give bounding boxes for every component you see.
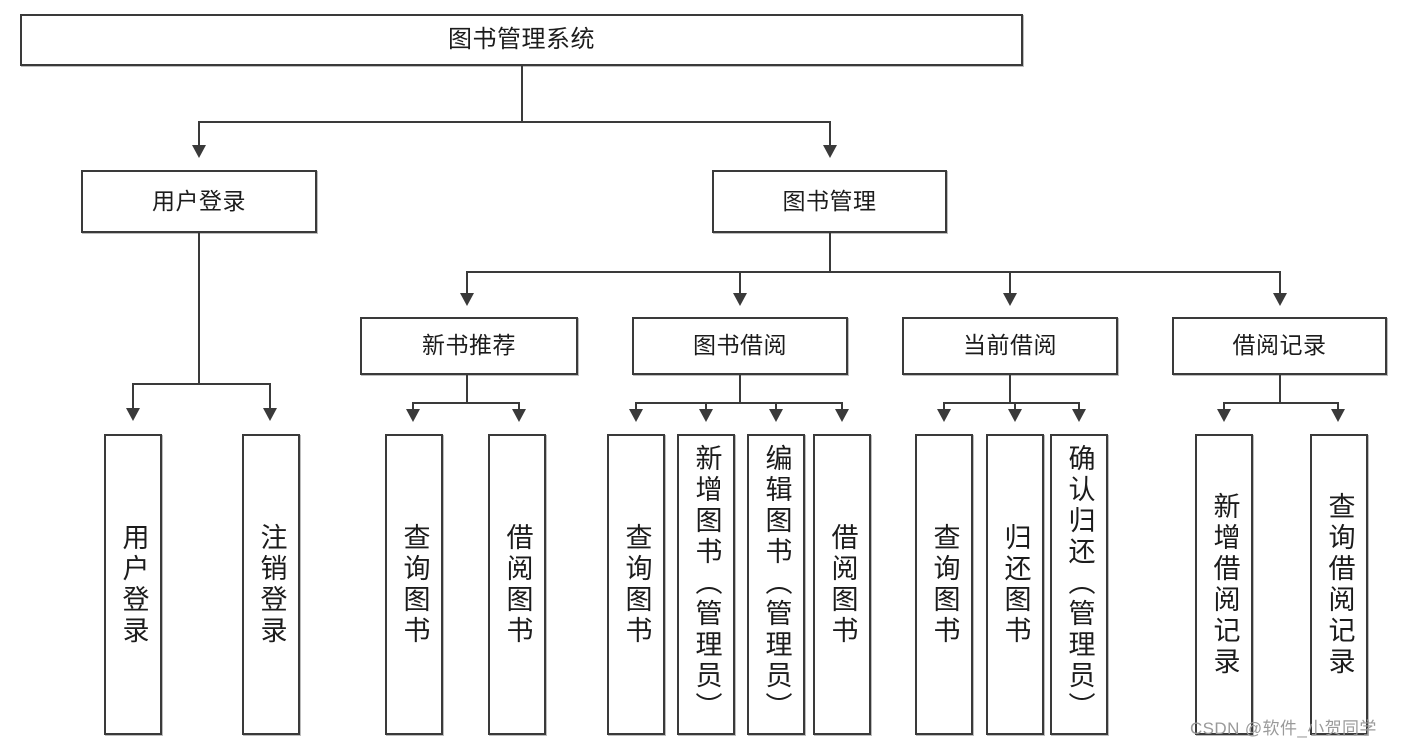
connector-user-login-bus	[132, 383, 271, 385]
node-label: 新增借阅记录	[1209, 491, 1240, 678]
node-leaf-borrow-book-2[interactable]: 借阅图书	[813, 434, 871, 735]
arrow-book-borrow-to-leaf-1	[629, 409, 643, 422]
arrow-user-login-to-leaf-2	[263, 408, 277, 421]
arrow-borrow-record-to-leaf-1	[1217, 409, 1231, 422]
connector-borrow-record-bus	[1223, 402, 1339, 404]
connector-new-book-to-leaf-1	[412, 402, 414, 412]
connector-root-stem	[521, 66, 523, 122]
connector-current-borrow-to-leaf-2	[1014, 402, 1016, 412]
connector-book-borrow-to-leaf-4	[841, 402, 843, 412]
node-label: 图书借阅	[693, 332, 787, 359]
arrow-book-borrow-to-leaf-4	[835, 409, 849, 422]
node-leaf-confirm-return[interactable]: 确认归还（管理员）	[1050, 434, 1108, 735]
node-label: 编辑图书（管理员）	[761, 444, 792, 723]
arrow-bm-to-borrow-record	[1273, 293, 1287, 306]
node-label: 新书推荐	[422, 332, 516, 359]
node-label: 图书管理系统	[448, 25, 595, 53]
node-leaf-borrow-book-1[interactable]: 借阅图书	[488, 434, 546, 735]
node-label: 查询借阅记录	[1324, 491, 1355, 678]
connector-book-borrow-to-leaf-1	[635, 402, 637, 412]
node-leaf-query-record[interactable]: 查询借阅记录	[1310, 434, 1368, 735]
arrow-borrow-record-to-leaf-2	[1331, 409, 1345, 422]
connector-root-to-book-management	[829, 121, 831, 149]
node-label: 新增图书（管理员）	[691, 444, 722, 723]
connector-bm-to-borrow-record	[1279, 271, 1281, 296]
connector-bm-to-current-borrow	[1009, 271, 1011, 296]
connector-borrow-record-stem	[1279, 375, 1281, 403]
node-label: 注销登录	[256, 522, 287, 647]
connector-current-borrow-bus	[943, 402, 1079, 404]
connector-book-management-bus	[466, 271, 1280, 273]
node-label: 确认归还（管理员）	[1064, 444, 1095, 723]
arrow-bm-to-current-borrow	[1003, 293, 1017, 306]
connector-user-login-to-leaf-2	[269, 383, 271, 411]
connector-current-borrow-stem	[1009, 375, 1011, 403]
arrow-book-borrow-to-leaf-3	[769, 409, 783, 422]
connector-new-book-bus	[412, 402, 520, 404]
connector-user-login-stem	[198, 233, 200, 384]
connector-book-borrow-to-leaf-2	[705, 402, 707, 412]
node-root-system[interactable]: 图书管理系统	[20, 14, 1023, 66]
arrow-new-book-to-leaf-2	[512, 409, 526, 422]
node-leaf-add-book[interactable]: 新增图书（管理员）	[677, 434, 735, 735]
connector-borrow-record-to-leaf-1	[1223, 402, 1225, 412]
connector-book-borrow-bus	[635, 402, 843, 404]
node-leaf-query-book-3[interactable]: 查询图书	[915, 434, 973, 735]
node-label: 查询图书	[399, 522, 430, 647]
node-book-management[interactable]: 图书管理	[712, 170, 947, 233]
node-label: 借阅图书	[827, 522, 858, 647]
node-book-borrow[interactable]: 图书借阅	[632, 317, 848, 375]
node-label: 图书管理	[782, 187, 877, 214]
connector-root-to-user-login	[198, 121, 200, 149]
node-label: 当前借阅	[963, 332, 1057, 359]
node-leaf-edit-book[interactable]: 编辑图书（管理员）	[747, 434, 805, 735]
arrow-root-to-user-login	[192, 145, 206, 158]
node-label: 归还图书	[1000, 522, 1031, 647]
node-label: 用户登录	[152, 187, 246, 214]
connector-root-bus	[198, 121, 831, 123]
node-leaf-user-login[interactable]: 用户登录	[104, 434, 162, 735]
node-borrow-record[interactable]: 借阅记录	[1172, 317, 1387, 375]
node-label: 借阅记录	[1232, 332, 1327, 359]
node-label: 查询图书	[621, 522, 652, 647]
arrow-book-borrow-to-leaf-2	[699, 409, 713, 422]
arrow-user-login-to-leaf-1	[126, 408, 140, 421]
connector-book-borrow-to-leaf-3	[775, 402, 777, 412]
node-label: 查询图书	[929, 522, 960, 647]
csdn-watermark: CSDN @软件_小贺同学	[1190, 719, 1377, 738]
arrow-current-borrow-to-leaf-1	[937, 409, 951, 422]
connector-user-login-to-leaf-1	[132, 383, 134, 411]
arrow-bm-to-book-borrow	[733, 293, 747, 306]
arrow-current-borrow-to-leaf-3	[1072, 409, 1086, 422]
node-leaf-query-book-1[interactable]: 查询图书	[385, 434, 443, 735]
connector-borrow-record-to-leaf-2	[1337, 402, 1339, 412]
connector-book-borrow-stem	[739, 375, 741, 403]
node-label: 用户登录	[118, 522, 149, 647]
node-current-borrow[interactable]: 当前借阅	[902, 317, 1118, 375]
node-user-login[interactable]: 用户登录	[81, 170, 317, 233]
connector-bm-to-book-borrow	[739, 271, 741, 296]
arrow-root-to-book-management	[823, 145, 837, 158]
connector-book-management-stem	[829, 233, 831, 272]
connector-new-book-to-leaf-2	[518, 402, 520, 412]
node-leaf-add-record[interactable]: 新增借阅记录	[1195, 434, 1253, 735]
arrow-new-book-to-leaf-1	[406, 409, 420, 422]
node-leaf-query-book-2[interactable]: 查询图书	[607, 434, 665, 735]
node-leaf-return-book[interactable]: 归还图书	[986, 434, 1044, 735]
node-label: 借阅图书	[502, 522, 533, 647]
connector-new-book-stem	[466, 375, 468, 403]
arrow-bm-to-new-book	[460, 293, 474, 306]
connector-current-borrow-to-leaf-1	[943, 402, 945, 412]
arrow-current-borrow-to-leaf-2	[1008, 409, 1022, 422]
connector-current-borrow-to-leaf-3	[1078, 402, 1080, 412]
connector-bm-to-new-book	[466, 271, 468, 296]
node-leaf-logout-login[interactable]: 注销登录	[242, 434, 300, 735]
node-new-book-recommend[interactable]: 新书推荐	[360, 317, 578, 375]
